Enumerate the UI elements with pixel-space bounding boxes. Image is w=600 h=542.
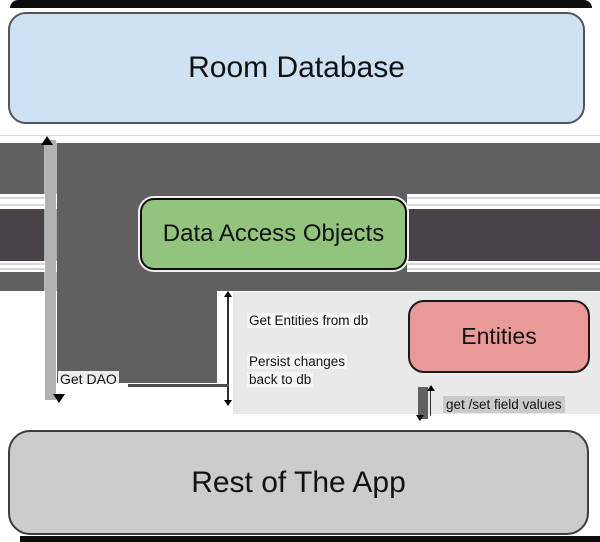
arrowhead-up-icon [224, 291, 232, 297]
get-entities-from-db-label: Get Entities from db [247, 313, 371, 328]
room-database-label: Room Database [188, 51, 405, 84]
arrowhead-up-icon [427, 385, 435, 391]
get-set-arrow-line [430, 390, 431, 416]
persist-changes-label-line2: back to db [247, 372, 314, 387]
data-access-objects-label: Data Access Objects [162, 220, 385, 247]
dao-app-double-arrow [227, 296, 229, 401]
entities-label: Entities [461, 323, 537, 349]
window-frame-bottom [20, 536, 600, 542]
divider-line [0, 135, 600, 136]
rest-of-the-app-box: Rest of The App [8, 430, 589, 535]
rest-of-the-app-label: Rest of The App [191, 465, 406, 499]
entities-box: Entities [408, 300, 590, 373]
arrowhead-down-icon [53, 394, 65, 403]
arrowhead-down-icon [416, 415, 424, 421]
get-dao-label: Get DAO [58, 371, 119, 387]
window-frame-top [10, 0, 592, 8]
persist-changes-label-line1: Persist changes [247, 354, 348, 369]
get-dao-arrow [45, 140, 56, 400]
get-set-field-values-label: get /set field values [443, 396, 565, 413]
arrowhead-up-icon [41, 136, 53, 145]
get-set-arrow [418, 387, 428, 419]
get-dao-underline [128, 384, 229, 387]
room-database-box: Room Database [8, 12, 585, 124]
arrowhead-down-icon [224, 400, 232, 406]
data-access-objects-box: Data Access Objects [140, 198, 407, 270]
